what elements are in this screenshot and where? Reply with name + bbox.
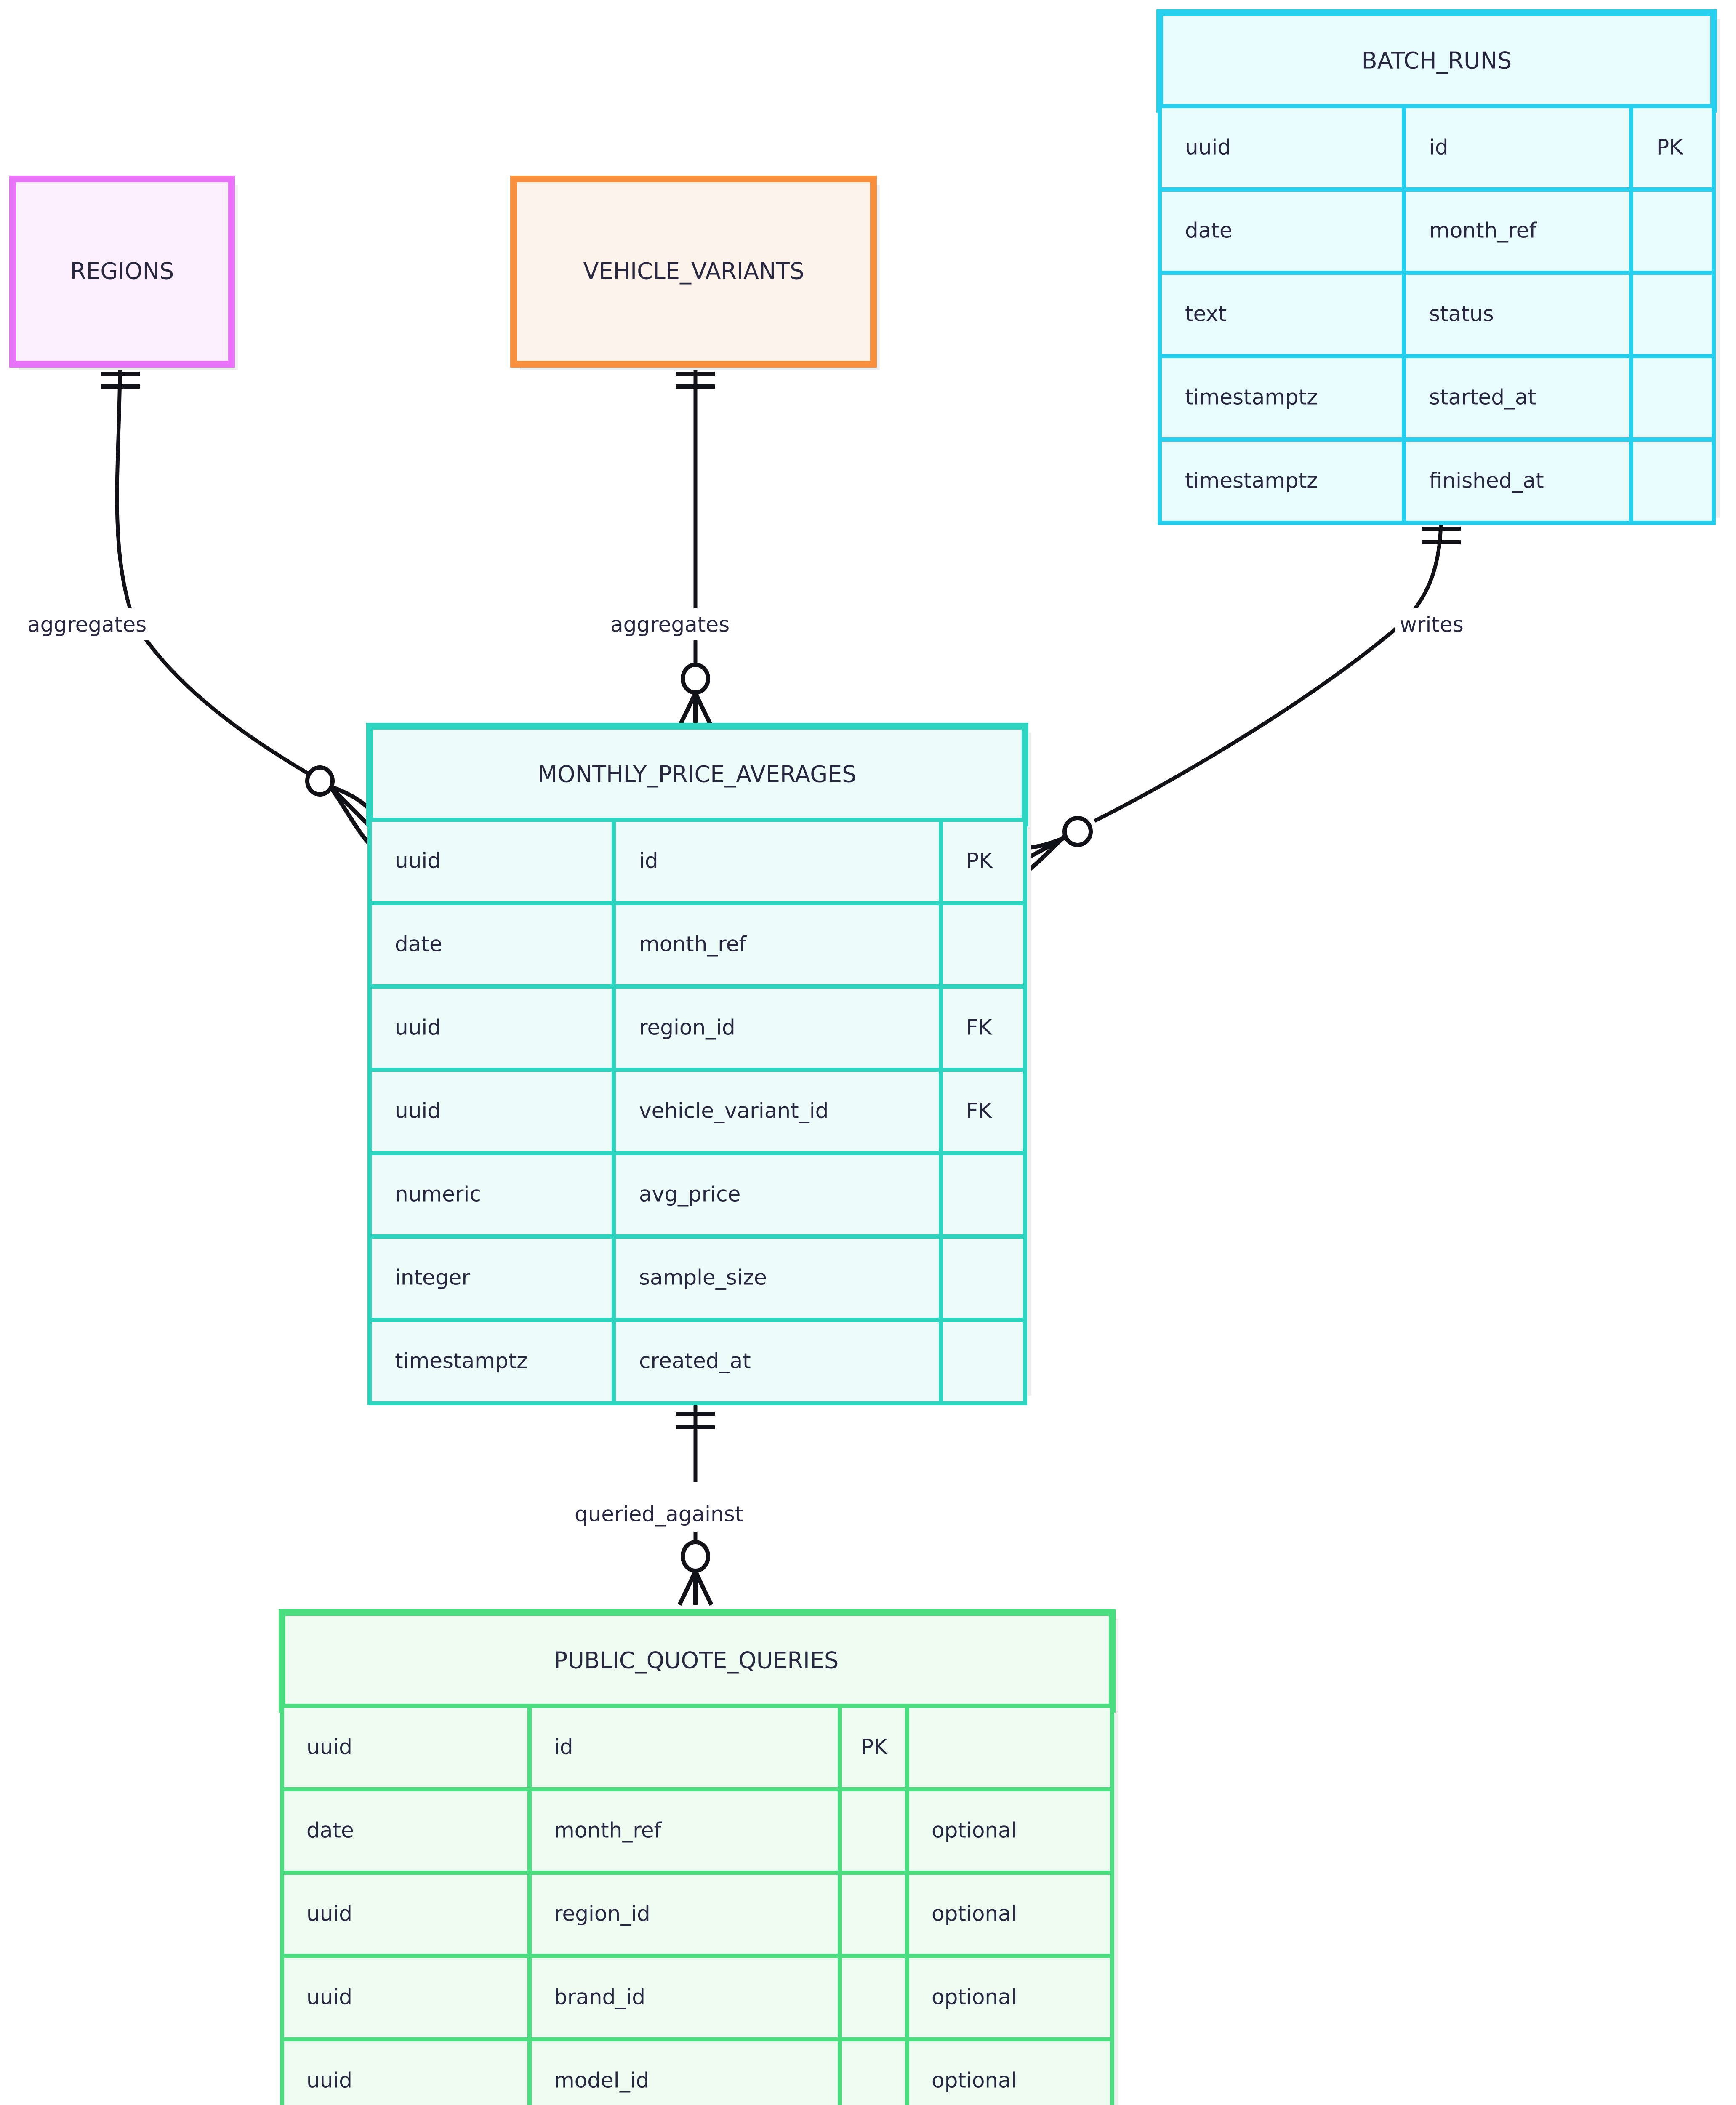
cell-key: PK bbox=[861, 1735, 888, 1759]
cell-name: id bbox=[1429, 135, 1448, 160]
cell-type: timestamptz bbox=[395, 1349, 528, 1373]
cell-name: id bbox=[554, 1735, 573, 1759]
relationship-label-aggregates-regions: aggregates bbox=[27, 613, 146, 637]
relationship-label-queried-against: queried_against bbox=[575, 1502, 743, 1527]
relationship-regions-aggregates-mpa bbox=[101, 362, 374, 846]
entity-vehicle-variants-title: VEHICLE_VARIANTS bbox=[583, 258, 804, 285]
table-row[interactable]: uuid region_id FK bbox=[367, 984, 1027, 1072]
relationship-batchruns-writes-mpa bbox=[1023, 517, 1461, 873]
marker-zero-or-many-mpa-top bbox=[677, 663, 714, 727]
cell-type: uuid bbox=[395, 1099, 441, 1123]
cell-type: timestamptz bbox=[1185, 385, 1318, 410]
entity-batch-runs-header[interactable] bbox=[1156, 9, 1717, 113]
cell-key: PK bbox=[1656, 135, 1683, 160]
entity-regions-title: REGIONS bbox=[70, 258, 174, 285]
table-row[interactable]: uuid id PK bbox=[367, 818, 1027, 905]
cell-type: integer bbox=[395, 1266, 470, 1290]
cell-note: optional bbox=[932, 1985, 1017, 2009]
entity-batch-runs[interactable]: BATCH_RUNS uuid id PK date month_ref bbox=[1156, 9, 1720, 525]
marker-zero-or-many-mpa-left bbox=[305, 765, 374, 846]
entity-regions-box[interactable] bbox=[9, 176, 235, 368]
cell-name: month_ref bbox=[639, 932, 747, 957]
cell-type: timestamptz bbox=[1185, 469, 1318, 493]
cell-type: uuid bbox=[306, 1902, 352, 1926]
cell-note: optional bbox=[932, 1902, 1017, 1926]
cell-note: optional bbox=[932, 2068, 1017, 2093]
cell-name: id bbox=[639, 849, 658, 873]
cell-name: brand_id bbox=[554, 1985, 645, 2009]
relationship-mpa-queriedagainst-pqq bbox=[676, 1391, 715, 1606]
cell-name: started_at bbox=[1429, 385, 1536, 410]
marker-exactly-one-regions bbox=[101, 372, 140, 389]
cell-type: uuid bbox=[1185, 135, 1231, 160]
table-row[interactable]: uuid id PK bbox=[1158, 104, 1716, 192]
table-row[interactable]: text status bbox=[1158, 271, 1716, 358]
edge-path-batchruns-mpa bbox=[1093, 517, 1443, 823]
cell-name: status bbox=[1429, 302, 1494, 326]
marker-zero-or-many-pqq-top bbox=[677, 1540, 714, 1606]
cell-key: FK bbox=[966, 1099, 993, 1123]
cell-note: optional bbox=[932, 1818, 1017, 1843]
cell-type: uuid bbox=[395, 849, 441, 873]
entity-vehicle-variants-box[interactable] bbox=[510, 176, 877, 368]
cell-name: region_id bbox=[639, 1015, 735, 1040]
table-row[interactable]: uuid region_id optional bbox=[280, 1871, 1114, 1958]
marker-exactly-one-mpa-bottom bbox=[676, 1412, 715, 1429]
cell-type: date bbox=[395, 932, 442, 957]
entity-batch-runs-title: BATCH_RUNS bbox=[1362, 48, 1512, 74]
cell-type: uuid bbox=[395, 1015, 441, 1040]
entity-vehicle-variants[interactable]: VEHICLE_VARIANTS bbox=[510, 176, 880, 370]
cell-key: PK bbox=[966, 849, 993, 873]
cell-type: numeric bbox=[395, 1182, 481, 1207]
relationship-variants-aggregates-mpa bbox=[676, 362, 715, 727]
cell-name: created_at bbox=[639, 1349, 751, 1373]
table-row[interactable]: date month_ref bbox=[367, 901, 1027, 989]
cell-name: vehicle_variant_id bbox=[639, 1099, 828, 1123]
marker-exactly-one-variants bbox=[676, 372, 715, 389]
marker-exactly-one-batchruns bbox=[1422, 527, 1461, 544]
relationship-labels: aggregates aggregates writes queried_aga… bbox=[23, 608, 1518, 1532]
cell-name: region_id bbox=[554, 1902, 650, 1926]
cell-type: date bbox=[1185, 218, 1233, 243]
table-row[interactable]: timestamptz started_at bbox=[1158, 354, 1716, 442]
table-row[interactable]: timestamptz created_at bbox=[367, 1318, 1027, 1405]
table-row[interactable]: uuid vehicle_variant_id FK bbox=[367, 1068, 1027, 1155]
entity-mpa-header[interactable] bbox=[366, 723, 1028, 826]
cell-name: sample_size bbox=[639, 1266, 767, 1290]
cell-name: month_ref bbox=[1429, 218, 1537, 243]
cell-type: text bbox=[1185, 302, 1227, 326]
cell-name: model_id bbox=[554, 2068, 649, 2093]
cell-type: uuid bbox=[306, 1985, 352, 2009]
table-row[interactable]: date month_ref bbox=[1158, 187, 1716, 275]
entity-public-quote-queries[interactable]: PUBLIC_QUOTE_QUERIES uuid id PK date mon… bbox=[279, 1609, 1118, 2105]
entity-mpa-title: MONTHLY_PRICE_AVERAGES bbox=[538, 761, 857, 788]
relationship-edges bbox=[101, 362, 1461, 1606]
edge-path-regions-mpa bbox=[115, 362, 315, 778]
table-row[interactable]: uuid brand_id optional bbox=[280, 1954, 1114, 2041]
table-row[interactable]: integer sample_size bbox=[367, 1234, 1027, 1322]
cell-name: month_ref bbox=[554, 1818, 662, 1843]
entity-regions[interactable]: REGIONS bbox=[9, 176, 238, 370]
table-row[interactable]: uuid model_id optional bbox=[280, 2037, 1114, 2105]
table-row[interactable]: numeric avg_price bbox=[367, 1151, 1027, 1239]
entity-monthly-price-averages[interactable]: MONTHLY_PRICE_AVERAGES uuid id PK date m… bbox=[366, 723, 1031, 1405]
cell-type: date bbox=[306, 1818, 354, 1843]
table-row[interactable]: uuid id PK bbox=[280, 1704, 1114, 1791]
table-row[interactable]: timestamptz finished_at bbox=[1158, 437, 1716, 525]
relationship-label-writes: writes bbox=[1400, 613, 1464, 637]
cell-type: uuid bbox=[306, 2068, 352, 2093]
relationship-label-aggregates-variants: aggregates bbox=[610, 613, 730, 637]
marker-zero-or-many-mpa-right bbox=[1023, 816, 1093, 873]
cell-type: uuid bbox=[306, 1735, 352, 1759]
cell-name: finished_at bbox=[1429, 469, 1544, 493]
cell-key: FK bbox=[966, 1015, 993, 1040]
cell-name: avg_price bbox=[639, 1182, 740, 1207]
entity-pqq-title: PUBLIC_QUOTE_QUERIES bbox=[554, 1647, 839, 1674]
table-row[interactable]: date month_ref optional bbox=[280, 1787, 1114, 1875]
